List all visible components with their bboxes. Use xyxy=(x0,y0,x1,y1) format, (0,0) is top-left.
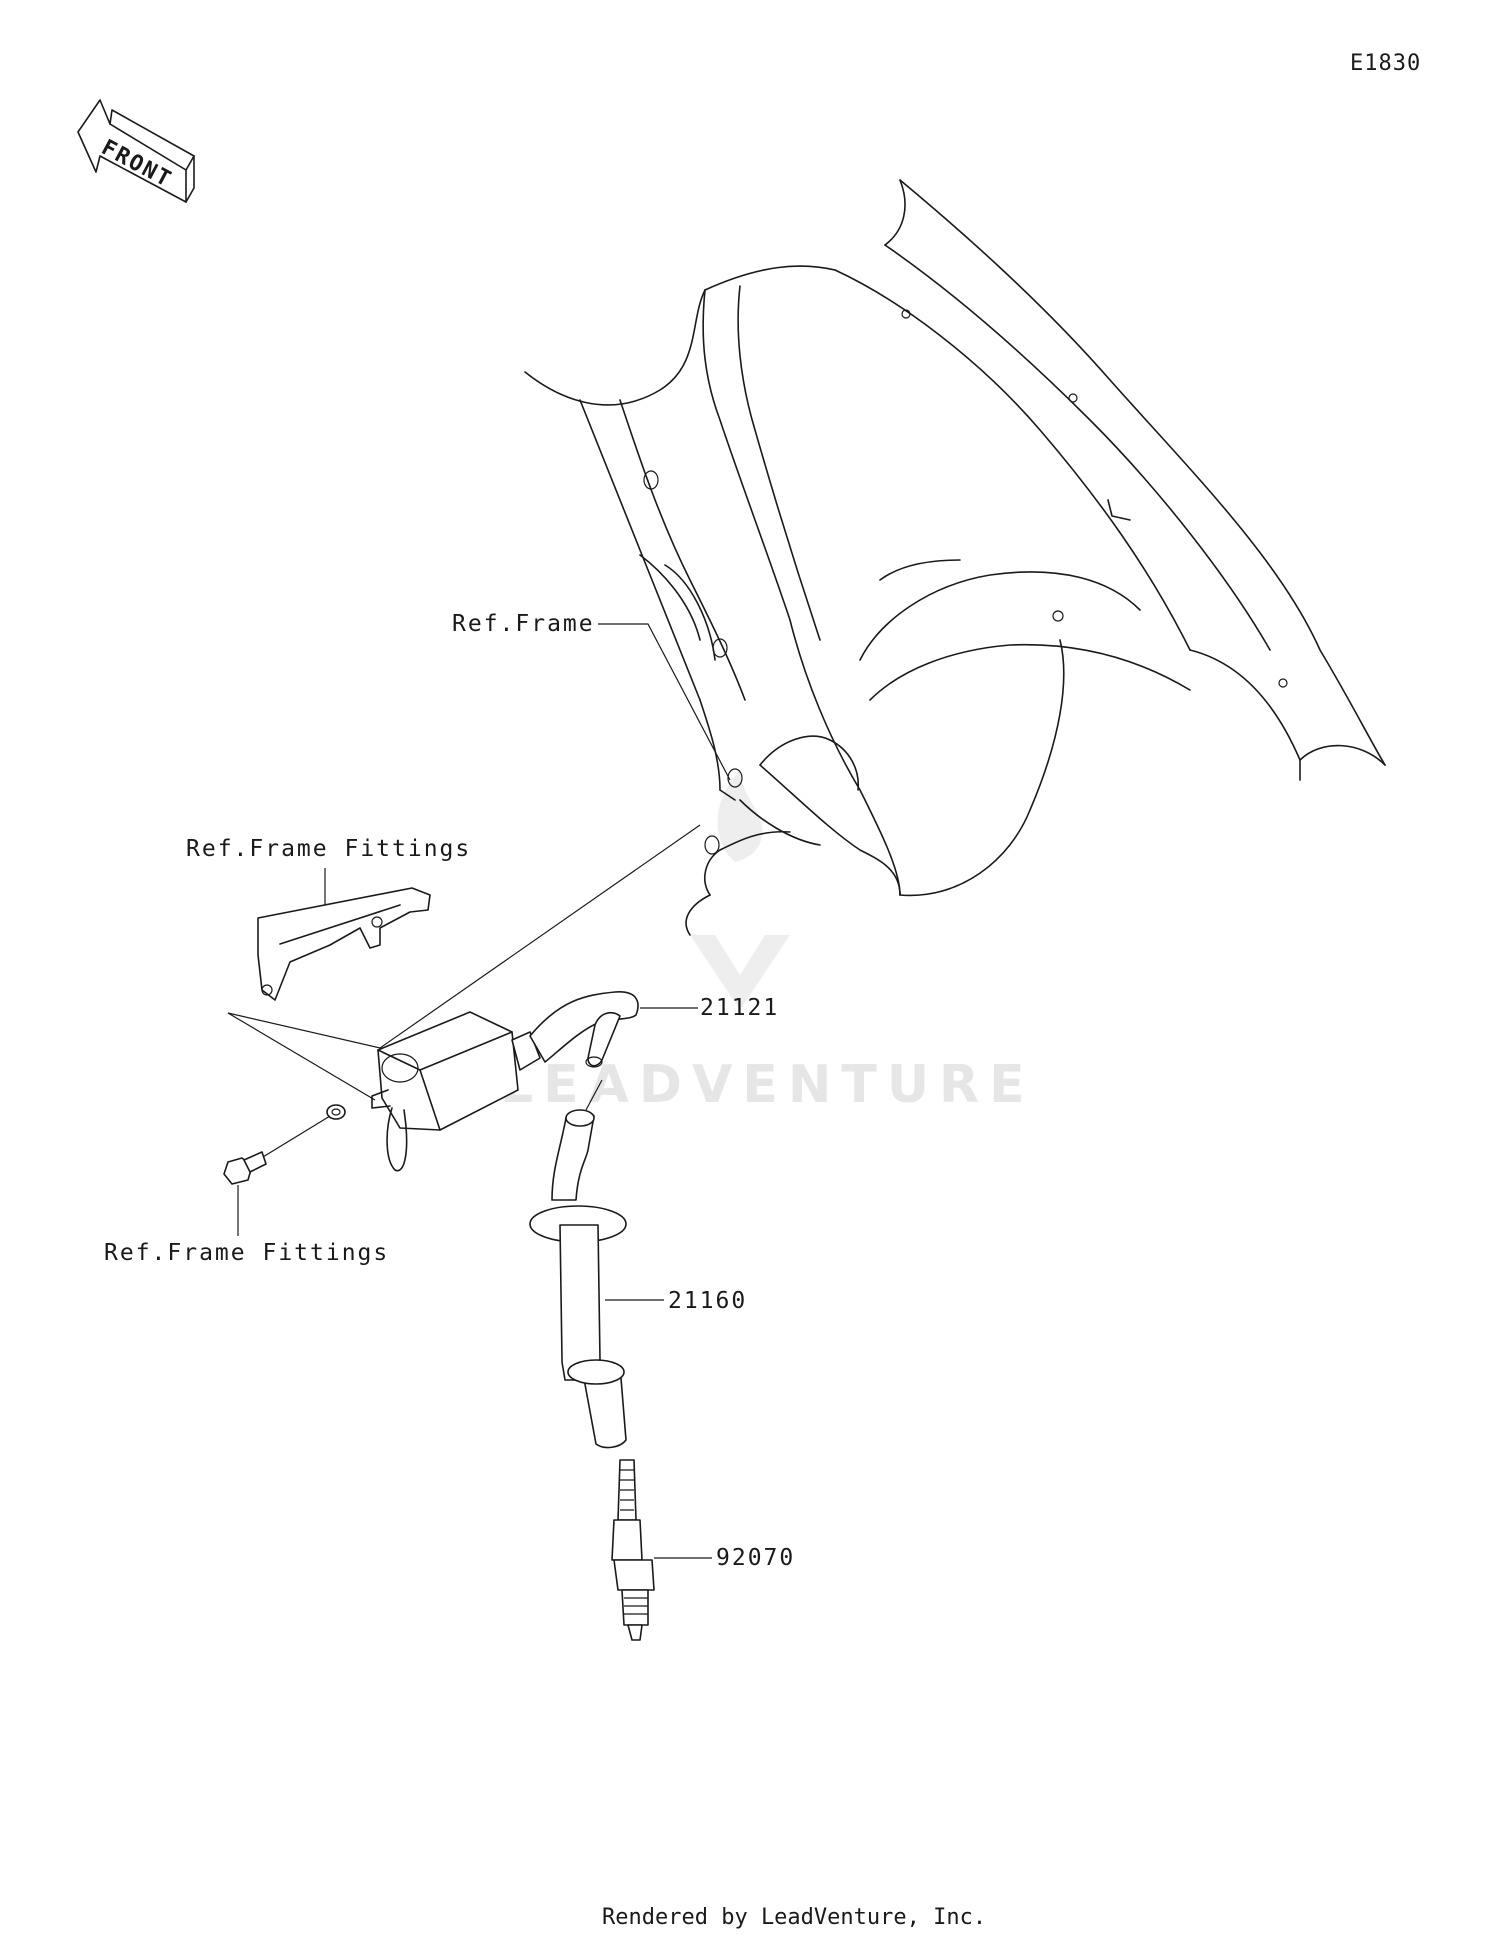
ref-frame-leader xyxy=(598,623,731,781)
frame-body xyxy=(524,179,1386,936)
spark-plug xyxy=(611,1459,655,1641)
ref-frame-fittings-top-label: Ref.Frame Fittings xyxy=(186,836,471,862)
watermark-text: LEADVENTURE xyxy=(500,1055,1035,1115)
high-tension-lead xyxy=(529,991,639,1068)
diagram-code: E1830 xyxy=(1350,51,1421,76)
ignition-coil xyxy=(371,1011,541,1172)
ref-frame-fittings-bottom-label: Ref.Frame Fittings xyxy=(104,1240,389,1266)
front-arrow-icon: FRONT xyxy=(77,99,195,203)
mounting-bracket xyxy=(257,887,431,1001)
ref-frame-label: Ref.Frame xyxy=(452,611,595,637)
lead-connection-line xyxy=(585,1079,603,1111)
footer-credit: Rendered by LeadVenture, Inc. xyxy=(602,1905,986,1930)
assembly-leader-lower xyxy=(227,1012,376,1101)
spark-plug-cap xyxy=(529,1109,627,1449)
assembly-leader-upper xyxy=(227,824,701,1049)
part-21160-label: 21160 xyxy=(668,1288,747,1314)
part-21121-label: 21121 xyxy=(700,995,779,1021)
watermark-logo xyxy=(690,770,790,1010)
part-92070-label: 92070 xyxy=(716,1545,795,1571)
washer-and-bolt xyxy=(223,1104,346,1185)
